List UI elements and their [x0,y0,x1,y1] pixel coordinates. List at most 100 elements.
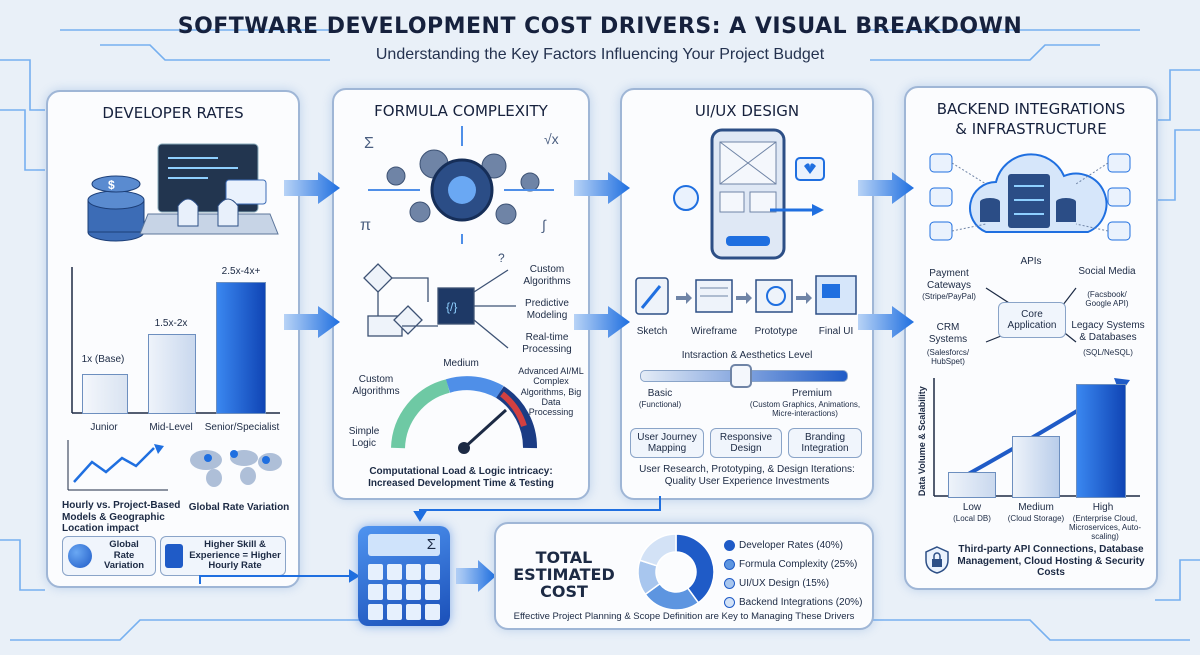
step-sketch: Sketch [636,326,668,337]
gauge-medium: Medium [443,358,479,369]
donut-slice [675,533,715,604]
svg-text:Σ: Σ [364,135,374,152]
flow-label-realtime: Real-time Processing [522,332,572,355]
legend-label: Developer Rates (40%) [739,540,843,552]
chip-branding: Branding Integration [788,428,862,458]
high-sub: (Enterprise Cloud, Microservices, Auto-s… [1068,514,1142,542]
crm-systems-sub: (Salesforcs/ HubSpet) [926,348,970,367]
bar-mid-level [148,334,196,414]
crm-systems: CRM Systems [928,322,968,345]
laptop-coins-icon: $ [87,143,279,242]
flow-label-predictive: Predictive Modeling [525,298,569,321]
cloud-servers-icon [929,153,1131,241]
calculator-key [425,564,440,580]
total-caption: Effective Project Planning & Scope Defin… [513,611,855,622]
legend-label: UI/UX Design (15%) [739,578,830,590]
level-senior: Senior/Specialist [204,422,280,433]
bar-senior [216,282,266,414]
skill-rate-chip: Higher Skill & Experience = Higher Hourl… [160,536,286,576]
svg-text:$: $ [108,178,115,192]
calculator-icon: Σ [358,526,450,626]
developer-rates-panel: DEVELOPER RATES $ 1x (Base) 1.5x-2x 2.5x… [46,90,300,588]
step-final-ui: Final UI [818,326,854,337]
total-title: TOTAL ESTIMATED COST [513,548,615,601]
calculator-key [387,604,402,620]
medium-label: Medium [1018,502,1054,513]
legend-label: Backend Integrations (20%) [739,597,863,609]
flow-label-custom: Custom Algorithms [523,264,571,287]
globe-icon [68,544,92,568]
svg-text:{/}: {/} [446,300,457,314]
world-map-icon [190,450,282,487]
chip-user-journey: User Journey Mapping [630,428,704,458]
calculator-key [368,604,383,620]
apis-label: APIs [1020,256,1042,267]
backend-caption: Third-party API Connections, Database Ma… [957,544,1145,578]
slider-premium: Premium [791,388,832,399]
legend-swatch [724,578,735,589]
legend-item: Formula Complexity (25%) [724,559,857,570]
medium-sub: (Cloud Storage) [1007,514,1065,523]
calculator-key [368,584,383,600]
slider-basic: Basic [647,388,673,399]
legend-item: Backend Integrations (20%) [724,597,862,608]
social-media: Social Media [1078,266,1136,277]
global-variation-caption: Global Rate Variation [188,502,290,513]
level-junior: Junior [90,422,118,433]
legend-swatch [724,559,735,570]
bar-label-mid: 1.5x-2x [154,318,188,329]
gears-icon: Σ√x π∫ [360,126,559,244]
uiux-caption: User Research, Prototyping, & Design Ite… [639,464,855,487]
calculator-small-icon [165,544,183,568]
legend-item: UI/UX Design (15%) [724,578,829,589]
calculator-key [425,604,440,620]
calculator-key [368,564,383,580]
aesthetics-slider-thumb [729,364,752,388]
backend-panel: BACKEND INTEGRATIONS & INFRASTRUCTURE AP… [904,86,1158,590]
bar-low [948,472,996,498]
level-mid: Mid-Level [149,422,193,433]
low-label: Low [962,502,982,513]
slider-basic-sub: (Functional) [638,400,682,409]
page-title: SOFTWARE DEVELOPMENT COST DRIVERS: A VIS… [177,14,1023,39]
backend-title-1: BACKEND INTEGRATIONS [936,100,1126,118]
lock-shield-icon [925,546,949,574]
legend-swatch [724,540,735,551]
phone-mockup-icon [673,128,825,260]
legacy-systems-sub: (SQL/NeSQL) [1083,348,1133,357]
payment-gateways-sub: (Stripe/PayPal) [922,292,976,301]
formula-caption: Computational Load & Logic intricacy: In… [368,466,554,489]
svg-text:?: ? [498,251,505,265]
legend-swatch [724,597,735,608]
svg-text:∫: ∫ [541,217,547,233]
calculator-key [406,584,421,600]
cost-donut-chart [637,533,715,611]
total-cost-panel: TOTAL ESTIMATED COST Effective Project P… [494,522,874,630]
calculator-key [387,564,402,580]
gauge-simple-logic: Simple Logic [348,426,380,449]
bar-label-senior: 2.5x-4x+ [221,266,261,277]
design-steps-icons [635,275,857,315]
bar-high [1076,384,1126,498]
page-subtitle: Understanding the Key Factors Influencin… [375,46,825,63]
global-rate-chip: Global Rate Variation [62,536,156,576]
calculator-key [387,584,402,600]
formula-complexity-panel: FORMULA COMPLEXITY Σ√x π∫ {/} ? Custom A… [332,88,590,500]
flowchart-icon: {/} ? [363,251,516,349]
calculator-key [425,584,440,600]
calculator-screen: Σ [368,534,440,556]
gauge-advanced: Advanced AI/ML Complex Algorithms, Big D… [518,366,584,418]
step-wireframe: Wireframe [690,326,738,337]
slider-title: Intsraction & Aesthetics Level [681,350,813,361]
chip-responsive: Responsive Design [710,428,782,458]
uiux-title: UI/UX DESIGN [694,102,800,120]
hourly-caption: Hourly vs. Project-Based Models & Geogra… [62,500,181,534]
bar-junior [82,374,128,414]
backend-title-2: & INFRASTRUCTURE [955,120,1107,138]
social-media-sub: (Facsbook/ Google API) [1085,290,1129,309]
complexity-gauge [391,376,538,454]
payment-gateways: Payment Cateways [927,268,971,291]
uiux-panel: UI/UX DESIGN Sketch Wireframe Prototype … [620,88,874,500]
